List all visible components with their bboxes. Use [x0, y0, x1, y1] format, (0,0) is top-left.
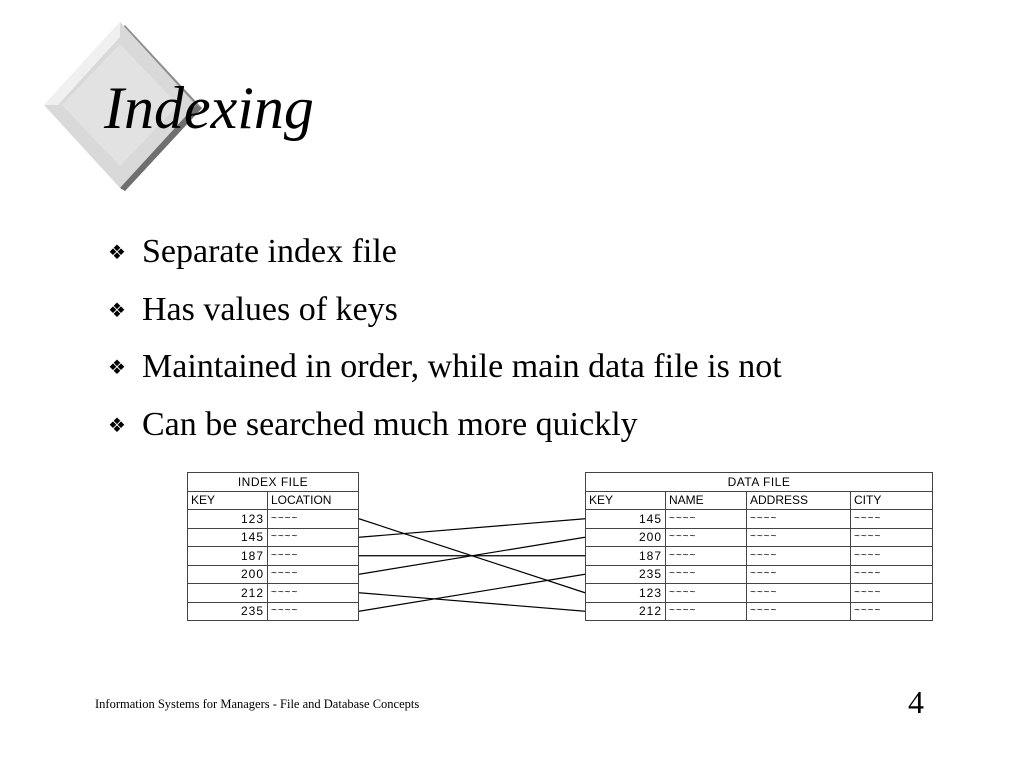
data-city-cell: ~~~~	[850, 583, 933, 603]
data-key: 145	[585, 509, 666, 529]
bullet-item: ❖ Can be searched much more quickly	[108, 401, 782, 459]
diamond-bullet-icon: ❖	[108, 412, 126, 437]
index-location: ~~~~	[267, 564, 359, 584]
data-key: 200	[585, 527, 666, 547]
data-name-cell: ~~~~	[665, 564, 747, 584]
data-key: 235	[585, 564, 666, 584]
data-row: 212~~~~~~~~~~~~	[585, 601, 933, 621]
data-file-table: DATA FILE KEY NAME ADDRESS CITY 145~~~~~…	[585, 472, 933, 621]
data-city-cell: ~~~~	[850, 564, 933, 584]
data-name-cell: ~~~~	[665, 509, 747, 529]
bullet-text: Separate index file	[142, 233, 397, 270]
data-name-cell: ~~~~	[665, 546, 747, 566]
data-header-name: NAME	[665, 490, 747, 510]
index-location: ~~~~	[267, 527, 359, 547]
data-header-address: ADDRESS	[746, 490, 851, 510]
bullet-item: ❖ Separate index file	[108, 228, 782, 286]
data-row: 235~~~~~~~~~~~~	[585, 564, 933, 584]
data-key: 187	[585, 546, 666, 566]
index-location: ~~~~	[267, 583, 359, 603]
data-key: 123	[585, 583, 666, 603]
data-address-cell: ~~~~	[746, 601, 851, 621]
data-header-city: CITY	[850, 490, 933, 510]
index-location: ~~~~	[267, 546, 359, 566]
data-row: 187~~~~~~~~~~~~	[585, 546, 933, 566]
index-location: ~~~~	[267, 509, 359, 529]
index-row: 212~~~~	[187, 583, 359, 603]
index-key: 145	[187, 527, 268, 547]
data-city-cell: ~~~~	[850, 601, 933, 621]
diamond-bullet-icon: ❖	[108, 297, 126, 322]
page-number: 4	[908, 684, 924, 720]
diamond-bullet-icon: ❖	[108, 355, 126, 379]
index-key: 123	[187, 509, 268, 529]
bullet-item: ❖ Has values of keys	[108, 286, 782, 344]
index-key: 200	[187, 564, 268, 584]
index-location: ~~~~	[267, 601, 359, 621]
pointer-line-145	[358, 518, 586, 538]
data-row: 200~~~~~~~~~~~~	[585, 527, 933, 547]
slide-title: Indexing	[104, 75, 314, 141]
data-header-key: KEY	[585, 490, 666, 510]
bullet-text: Maintained in order, while main data fil…	[142, 348, 782, 385]
data-address-cell: ~~~~	[746, 527, 851, 547]
data-city-cell: ~~~~	[850, 509, 933, 529]
index-header-key: KEY	[187, 490, 268, 510]
data-name-cell: ~~~~	[665, 527, 747, 547]
bullet-item: ❖ Maintained in order, while main data fi…	[108, 343, 782, 401]
footer-text: Information Systems for Managers - File …	[95, 697, 420, 711]
bullet-list: ❖ Separate index file ❖ Has values of keys…	[108, 228, 782, 458]
data-file-caption: DATA FILE	[585, 472, 933, 492]
index-key: 235	[187, 601, 268, 621]
data-city-cell: ~~~~	[850, 527, 933, 547]
bullet-text: Can be searched much more quickly	[142, 405, 638, 443]
index-key: 212	[187, 583, 268, 603]
index-row: 145~~~~	[187, 527, 359, 547]
index-row: 123~~~~	[187, 509, 359, 529]
pointer-line-123	[358, 518, 586, 594]
bullet-text: Has values of keys	[142, 290, 398, 328]
index-file-caption: INDEX FILE	[187, 472, 359, 492]
diamond-bullet-icon: ❖	[108, 240, 126, 264]
index-header-location: LOCATION	[267, 490, 359, 510]
pointer-line-212	[358, 592, 586, 612]
data-name-cell: ~~~~	[665, 601, 747, 621]
data-address-cell: ~~~~	[746, 564, 851, 584]
index-row: 187~~~~	[187, 546, 359, 566]
data-address-cell: ~~~~	[746, 583, 851, 603]
pointer-line-235	[358, 573, 586, 612]
diamond-logo	[44, 22, 202, 191]
index-row: 235~~~~	[187, 601, 359, 621]
data-name-cell: ~~~~	[665, 583, 747, 603]
index-row: 200~~~~	[187, 564, 359, 584]
data-row: 145~~~~~~~~~~~~	[585, 509, 933, 529]
data-address-cell: ~~~~	[746, 509, 851, 529]
data-city-cell: ~~~~	[850, 546, 933, 566]
data-row: 123~~~~~~~~~~~~	[585, 583, 933, 603]
index-key: 187	[187, 546, 268, 566]
pointer-line-200	[358, 536, 586, 575]
data-key: 212	[585, 601, 666, 621]
data-address-cell: ~~~~	[746, 546, 851, 566]
index-file-table: INDEX FILE KEY LOCATION 123~~~~ 145~~~~ …	[187, 472, 359, 621]
